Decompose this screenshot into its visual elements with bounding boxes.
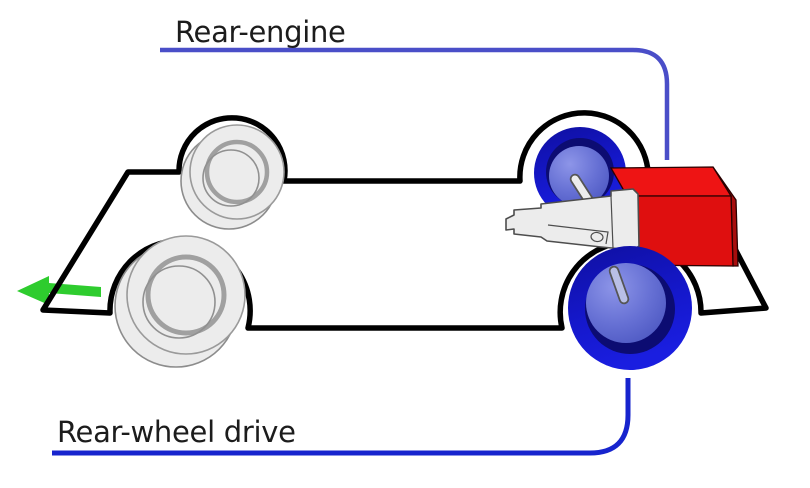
rear-near-wheel (568, 246, 692, 370)
rear-near-axle (608, 265, 630, 305)
rear-wheel-drive-pointer-line (52, 378, 631, 456)
front-far-wheel (180, 124, 285, 230)
gearbox (505, 188, 640, 251)
rear-engine-label: Rear-engine (175, 15, 346, 49)
rear-engine-pointer-line (160, 47, 670, 160)
engine-block (609, 166, 739, 267)
front-near-wheel (114, 235, 246, 368)
direction-arrow (17, 276, 101, 305)
rear-wheel-drive-label: Rear-wheel drive (57, 415, 296, 449)
